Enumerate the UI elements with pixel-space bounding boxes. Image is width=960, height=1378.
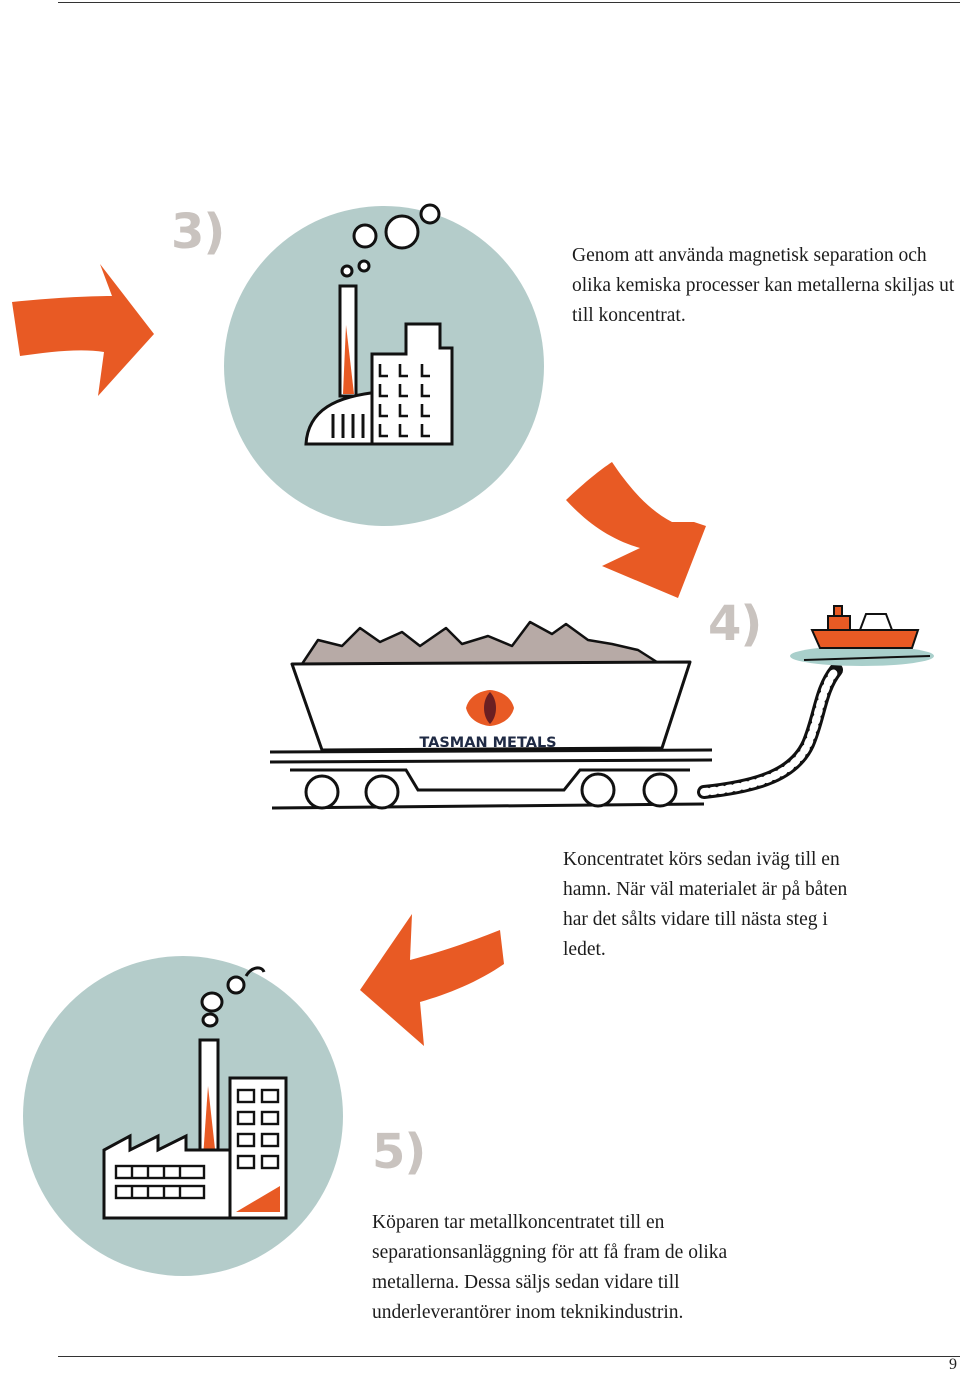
sea-patch xyxy=(790,646,934,666)
ore-wagon: TASMAN METALS xyxy=(269,620,843,810)
wagon-wheels-icon xyxy=(304,772,678,810)
step-4-number: 4) xyxy=(708,596,762,652)
separation-plant-circle-background xyxy=(23,956,343,1276)
factory-building-icon xyxy=(102,1076,288,1220)
step-5-text: Köparen tar metallkoncentratet till en s… xyxy=(372,1212,728,1323)
step-3-text: Genom att använda magnetisk separation o… xyxy=(572,245,955,326)
ship-hull-icon xyxy=(810,629,920,649)
cargo-ship xyxy=(790,605,934,666)
arrow-into-step-4-icon xyxy=(566,462,706,598)
step-5-number: 5) xyxy=(372,1124,426,1180)
smoke-icon xyxy=(200,966,266,1028)
smoke-icon xyxy=(340,203,441,278)
chimney-icon xyxy=(338,284,358,398)
refinery-circle xyxy=(224,203,544,526)
bottom-rule xyxy=(58,1356,960,1357)
arrow-into-step-3-icon xyxy=(12,264,154,396)
step-4-text: Koncentratet körs sedan iväg till en ham… xyxy=(563,849,848,960)
wagon-frame xyxy=(269,748,713,810)
tasman-metals-logo-text: TASMAN METALS xyxy=(419,735,556,751)
top-rule xyxy=(58,2,960,3)
separation-plant-circle xyxy=(23,956,343,1276)
arrow-into-step-5-icon xyxy=(360,914,504,1046)
ore-pile-icon xyxy=(300,620,662,666)
chimney-icon xyxy=(198,1038,220,1162)
step-3-number: 3) xyxy=(171,204,225,260)
tasman-metals-logo: TASMAN METALS xyxy=(419,690,557,751)
page-number: 9 xyxy=(949,1356,957,1373)
factory-building-icon xyxy=(304,322,454,446)
